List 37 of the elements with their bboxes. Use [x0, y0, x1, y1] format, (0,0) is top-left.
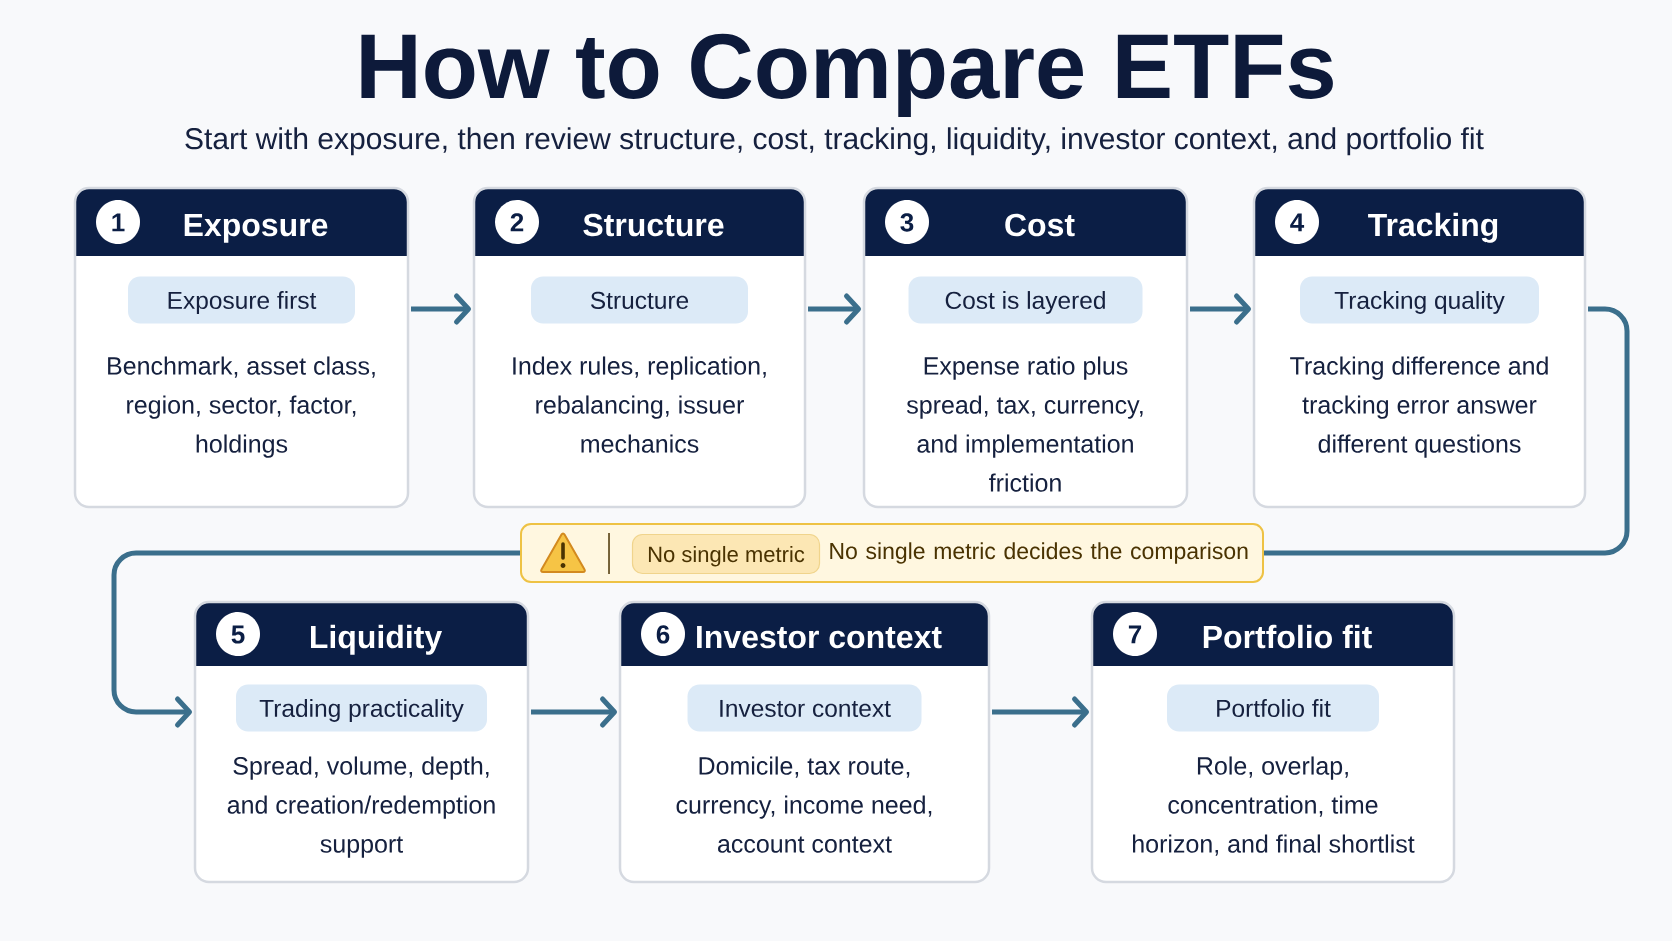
step-title: Liquidity: [311, 624, 443, 655]
tag-pill: Portfolio fit: [1167, 684, 1379, 732]
arrow: [531, 696, 617, 728]
step-description: Tracking difference and tracking error answer different questions: [1290, 356, 1548, 458]
tag-pill: Cost is layered: [908, 276, 1143, 324]
step-title: Exposure: [184, 214, 328, 243]
number-badge: 6: [641, 612, 685, 656]
number-badge: 1: [96, 200, 140, 244]
number-badge: 4: [1275, 200, 1319, 244]
step-description: Benchmark, asset class, region, sector, factor, holdings: [108, 356, 375, 458]
tag-pill: No single metric: [631, 533, 821, 575]
step-description: Spread, volume, depth, and creation/redemption support: [227, 756, 495, 858]
tag-pill: Investor context: [687, 684, 922, 732]
subtitle: Start with exposure, then review structure, cost, tracking, liquidity, investor context, and portfolio fit: [185, 127, 1484, 156]
step-title: Investor context: [697, 626, 942, 649]
arrow: [1190, 293, 1251, 325]
step-title: Tracking: [1368, 212, 1498, 243]
number-badge: 7: [1113, 612, 1157, 656]
connector-line: [1264, 306, 1630, 556]
tag-pill: Structure: [531, 276, 748, 324]
number-badge: 3: [885, 200, 929, 244]
arrow: [992, 696, 1089, 728]
step-title: Structure: [583, 213, 724, 237]
title: How to Compare ETFs: [361, 33, 1333, 118]
step-title: Portfolio fit: [1203, 624, 1372, 649]
tag-pill: Tracking quality: [1300, 276, 1539, 324]
step-description: Domicile, tax route, currency, income need, account context: [676, 756, 932, 853]
tag-pill: Trading practicality: [236, 684, 487, 732]
arrow: [411, 293, 471, 325]
arrow: [111, 550, 520, 728]
step-title: Cost: [1005, 213, 1075, 237]
step-description: Role, overlap, concentration, time horizon, and final shortlist: [1133, 756, 1415, 856]
number-badge: 2: [495, 200, 539, 244]
step-description: Expense ratio plus spread, tax, currency, and implementation friction: [906, 356, 1143, 492]
number-badge: 5: [216, 612, 260, 656]
step-description: Index rules, replication, rebalancing, issuer mechanics: [513, 356, 766, 453]
tag-pill: Exposure first: [128, 276, 355, 324]
